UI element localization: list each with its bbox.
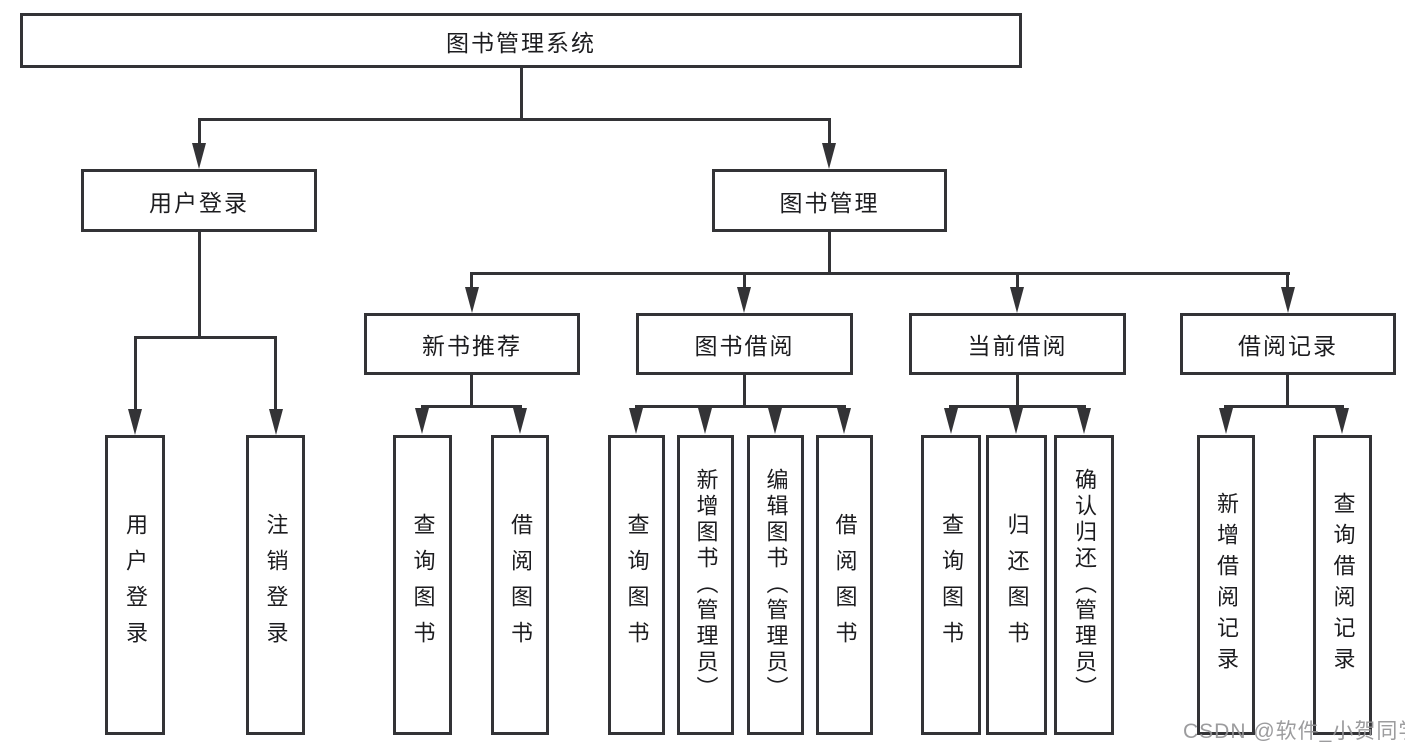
node-current-borrow: 当前借阅 — [909, 313, 1126, 375]
node-leaf-current-query-book: 查询图书 — [921, 435, 981, 735]
node-leaf-add-book-admin: 新增图书（管理员） — [677, 435, 734, 735]
csdn-watermark: CSDN @软件_小贺同学 — [1183, 720, 1405, 743]
connector-login-bar — [134, 336, 277, 339]
connector-level3-bar — [470, 272, 1290, 275]
node-new-book-recommend-label: 新书推荐 — [422, 333, 522, 359]
node-book-management-label: 图书管理 — [779, 189, 880, 216]
node-leaf-borrow-query-book: 查询图书 — [608, 435, 665, 735]
node-leaf-rec-borrow-book: 借阅图书 — [491, 435, 549, 735]
arrowhead-down-icon — [698, 408, 712, 434]
connector-current-drop — [1016, 272, 1019, 289]
node-leaf-rec-borrow-book-label: 借阅图书 — [508, 513, 533, 657]
arrowhead-down-icon — [768, 408, 782, 434]
node-leaf-rec-query-book: 查询图书 — [393, 435, 452, 735]
connector-rec-drop — [470, 272, 473, 289]
connector-current-bar — [949, 405, 1086, 408]
node-leaf-borrow-book-label: 借阅图书 — [832, 513, 858, 657]
node-leaf-query-borrow-record: 查询借阅记录 — [1313, 435, 1372, 735]
arrowhead-down-icon — [465, 287, 479, 313]
node-new-book-recommend: 新书推荐 — [364, 313, 580, 375]
node-root-label: 图书管理系统 — [446, 29, 596, 56]
connector-borrow-bar — [635, 405, 846, 408]
arrowhead-down-icon — [837, 408, 851, 434]
connector-rec-bar — [421, 405, 522, 408]
connector-root-stem — [520, 68, 523, 120]
node-leaf-logout: 注销登录 — [246, 435, 305, 735]
node-leaf-user-login-label: 用户登录 — [123, 513, 148, 657]
node-leaf-add-borrow-record-label: 新增借阅记录 — [1214, 492, 1239, 678]
node-user-login-group-label: 用户登录 — [149, 189, 249, 216]
connector-login-leaf-drop — [134, 336, 137, 411]
node-leaf-return-book-label: 归还图书 — [1004, 513, 1030, 657]
node-leaf-add-borrow-record: 新增借阅记录 — [1197, 435, 1255, 735]
connector-borrow-stem — [743, 375, 746, 408]
node-book-borrow-label: 图书借阅 — [694, 333, 795, 359]
arrowhead-down-icon — [1335, 408, 1349, 434]
connector-rec-stem — [470, 375, 473, 408]
connector-record-stem — [1286, 375, 1289, 408]
connector-root-bar — [198, 118, 831, 121]
node-borrow-record: 借阅记录 — [1180, 313, 1396, 375]
node-leaf-return-book: 归还图书 — [986, 435, 1047, 735]
node-leaf-confirm-return-admin-label: 确认归还（管理员） — [1072, 468, 1097, 702]
node-leaf-borrow-query-book-label: 查询图书 — [624, 513, 650, 657]
node-current-borrow-label: 当前借阅 — [967, 333, 1068, 359]
arrowhead-down-icon — [737, 287, 751, 313]
node-leaf-query-borrow-record-label: 查询借阅记录 — [1330, 492, 1356, 678]
arrowhead-down-icon — [192, 143, 206, 169]
arrowhead-down-icon — [128, 409, 142, 435]
arrowhead-down-icon — [1009, 408, 1023, 434]
connector-bookmgmt-stem — [828, 232, 831, 275]
node-leaf-edit-book-admin: 编辑图书（管理员） — [747, 435, 804, 735]
node-leaf-logout-label: 注销登录 — [263, 513, 289, 657]
node-leaf-rec-query-book-label: 查询图书 — [410, 513, 436, 657]
connector-record-drop — [1286, 272, 1289, 289]
node-leaf-confirm-return-admin: 确认归还（管理员） — [1054, 435, 1114, 735]
node-book-management: 图书管理 — [712, 169, 947, 232]
connector-record-bar — [1224, 405, 1344, 408]
connector-current-stem — [1016, 375, 1019, 408]
arrowhead-down-icon — [269, 409, 283, 435]
connector-borrow-drop — [743, 272, 746, 289]
arrowhead-down-icon — [1281, 287, 1295, 313]
node-leaf-edit-book-admin-label: 编辑图书（管理员） — [763, 468, 789, 702]
arrowhead-down-icon — [1219, 408, 1233, 434]
node-leaf-user-login: 用户登录 — [105, 435, 165, 735]
arrowhead-down-icon — [944, 408, 958, 434]
node-leaf-add-book-admin-label: 新增图书（管理员） — [693, 468, 719, 702]
arrowhead-down-icon — [629, 408, 643, 434]
connector-logout-leaf-drop — [274, 336, 277, 411]
connector-bookmgmt-drop — [828, 118, 831, 146]
node-leaf-current-query-book-label: 查询图书 — [939, 513, 964, 657]
node-user-login-group: 用户登录 — [81, 169, 317, 232]
node-borrow-record-label: 借阅记录 — [1238, 333, 1338, 359]
connector-login-stem — [198, 232, 201, 339]
arrowhead-down-icon — [1077, 408, 1091, 434]
node-book-borrow: 图书借阅 — [636, 313, 853, 375]
connector-login-drop — [198, 118, 201, 146]
node-leaf-borrow-book: 借阅图书 — [816, 435, 873, 735]
node-root: 图书管理系统 — [20, 13, 1022, 68]
arrowhead-down-icon — [513, 408, 527, 434]
arrowhead-down-icon — [822, 143, 836, 169]
arrowhead-down-icon — [1010, 287, 1024, 313]
arrowhead-down-icon — [415, 408, 429, 434]
